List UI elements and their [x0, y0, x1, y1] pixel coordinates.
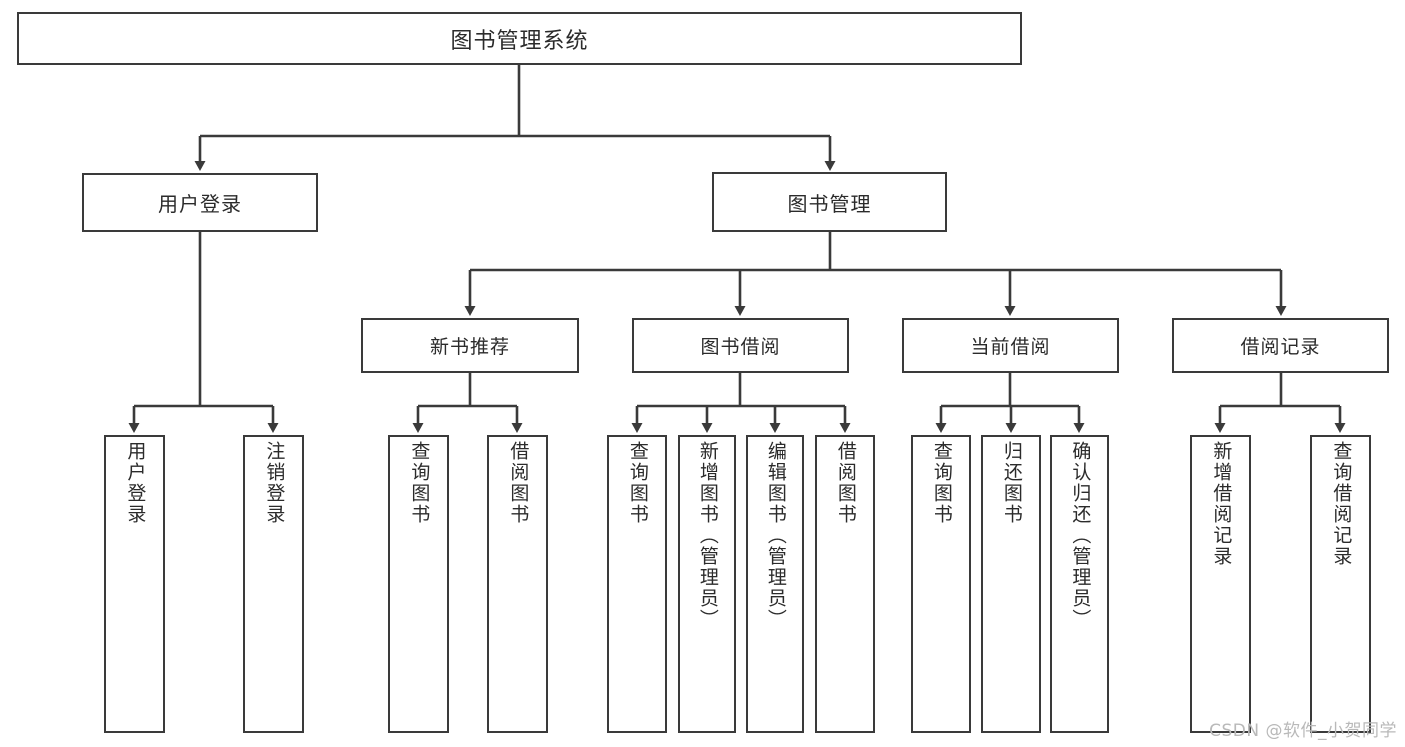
node-book-management[interactable]: 图书管理: [712, 172, 947, 232]
leaf-query-book-borrow[interactable]: 查询图书: [607, 435, 667, 733]
node-user-login[interactable]: 用户登录: [82, 173, 318, 232]
leaf-edit-book-admin[interactable]: 编辑图书（管理员）: [746, 435, 804, 733]
node-user-login-label: 用户登录: [158, 192, 242, 216]
leaf-borrow-book[interactable]: 借阅图书: [815, 435, 875, 733]
leaf-edit-book-admin-label: 编辑图书（管理员）: [764, 441, 787, 630]
leaf-borrow-book-recommend[interactable]: 借阅图书: [487, 435, 548, 733]
leaf-add-book-admin-label: 新增图书（管理员）: [696, 441, 719, 630]
leaf-query-borrow-record[interactable]: 查询借阅记录: [1310, 435, 1371, 733]
leaf-return-book[interactable]: 归还图书: [981, 435, 1041, 733]
leaf-user-login-label: 用户登录: [124, 441, 147, 525]
node-book-management-label: 图书管理: [787, 191, 872, 216]
leaf-query-book-borrow-label: 查询图书: [626, 441, 649, 525]
leaf-confirm-return-admin[interactable]: 确认归还（管理员）: [1050, 435, 1109, 733]
node-book-borrow[interactable]: 图书借阅: [632, 318, 849, 373]
leaf-return-book-label: 归还图书: [1000, 441, 1023, 525]
node-current-borrow-label: 当前借阅: [970, 336, 1051, 358]
node-borrow-record[interactable]: 借阅记录: [1172, 318, 1389, 373]
leaf-add-book-admin[interactable]: 新增图书（管理员）: [678, 435, 736, 733]
leaf-user-login[interactable]: 用户登录: [104, 435, 165, 733]
node-new-book-recommend[interactable]: 新书推荐: [361, 318, 579, 373]
leaf-query-book-current-label: 查询图书: [930, 441, 953, 525]
leaf-query-book-recommend[interactable]: 查询图书: [388, 435, 449, 733]
leaf-query-borrow-record-label: 查询借阅记录: [1330, 441, 1353, 567]
leaf-user-logout-label: 注销登录: [263, 441, 286, 525]
watermark: CSDN @软件_小贺同学: [1209, 721, 1397, 741]
node-borrow-record-label: 借阅记录: [1240, 336, 1321, 358]
node-current-borrow[interactable]: 当前借阅: [902, 318, 1119, 373]
leaf-user-logout[interactable]: 注销登录: [243, 435, 304, 733]
leaf-borrow-book-recommend-label: 借阅图书: [507, 441, 530, 525]
node-root-label: 图书管理系统: [450, 28, 589, 54]
node-book-borrow-label: 图书借阅: [700, 336, 781, 358]
node-new-book-recommend-label: 新书推荐: [429, 336, 510, 358]
leaf-borrow-book-label: 借阅图书: [834, 441, 857, 525]
leaf-query-book-current[interactable]: 查询图书: [911, 435, 971, 733]
leaf-confirm-return-admin-label: 确认归还（管理员）: [1069, 441, 1092, 630]
leaf-add-borrow-record[interactable]: 新增借阅记录: [1190, 435, 1251, 733]
leaf-add-borrow-record-label: 新增借阅记录: [1210, 441, 1233, 567]
node-root[interactable]: 图书管理系统: [17, 12, 1022, 65]
leaf-query-book-recommend-label: 查询图书: [408, 441, 431, 525]
